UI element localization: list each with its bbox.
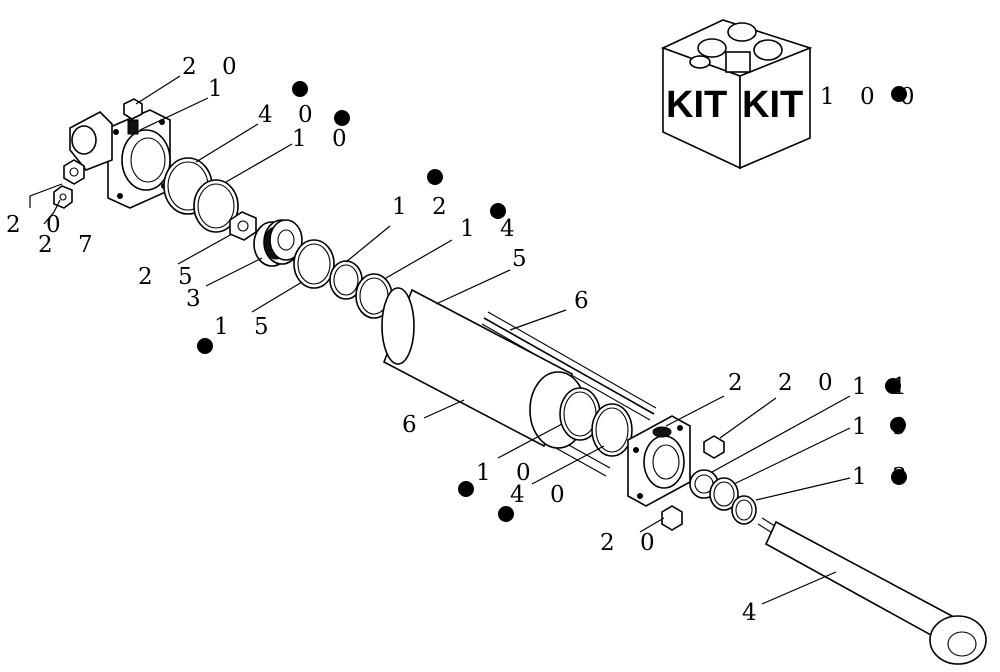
o-ring-40-bottom: [591, 403, 633, 457]
kit-item-markers: [197, 81, 907, 522]
callout-10-bottom: 1 0: [476, 460, 540, 486]
kit-marker-100: [891, 86, 907, 102]
callout-20-left: 2 0: [6, 212, 70, 238]
leader-lines: [29, 75, 851, 605]
callout-1: 1: [208, 76, 232, 102]
fitting-20-left: [63, 159, 85, 185]
piston-rod-4: [757, 517, 987, 665]
callout-10-top: 1 0: [292, 126, 356, 152]
kit-marker-10-bottom: [458, 481, 474, 497]
callout-5: 5: [512, 246, 536, 272]
callout-40-bottom: 4 0: [510, 482, 574, 508]
callout-11: 1 1: [852, 374, 916, 400]
kit-marker-11: [885, 378, 901, 394]
callout-27: 2 7: [38, 232, 102, 258]
callout-6-top: 6: [574, 288, 598, 314]
kit-marker-10-top: [334, 110, 350, 126]
callout-14: 1 4: [460, 216, 524, 242]
o-ring-10-top: [193, 179, 239, 233]
callout-20-bottom: 2 0: [600, 530, 664, 556]
kit-marker-19: [890, 417, 906, 433]
callout-6-left: 6: [402, 412, 426, 438]
kit-marker-40-bottom: [498, 506, 514, 522]
callout-20-top: 2 0: [182, 54, 246, 80]
callout-15: 1 5: [214, 314, 278, 340]
rod-seal-13: [731, 495, 757, 525]
kit-marker-13: [891, 469, 907, 485]
callout-100: 1 0 0: [820, 84, 924, 110]
kit-box-illustration: KIT KIT: [660, 19, 813, 170]
kit-marker-12: [427, 169, 443, 185]
grease-fitting-20-top: [123, 98, 143, 135]
nut-20-mid: [703, 435, 725, 459]
kit-label-right: KIT: [742, 84, 803, 126]
callout-40-top: 4 0: [258, 102, 322, 128]
piston-3: [253, 219, 303, 267]
fitting-27: [53, 185, 73, 209]
callout-19: 1 9: [852, 414, 916, 440]
kit-label-left: KIT: [666, 84, 727, 126]
kit-marker-40-top: [292, 81, 308, 97]
base-end-cap-part: [69, 109, 171, 209]
callout-12: 1 2: [392, 194, 456, 220]
kit-marker-14: [490, 203, 506, 219]
callout-2: 2: [728, 370, 752, 396]
nut-20-bottom: [661, 505, 683, 531]
callout-labels: 2 0 1 4 0 1 0 2 0 2 7 2 5 3 1 2 1 4 5 6 …: [6, 54, 924, 626]
callout-4: 4: [742, 600, 766, 626]
rod-end-cap-2: [627, 415, 691, 507]
callout-25: 2 5: [138, 264, 202, 290]
kit-marker-15: [197, 338, 213, 354]
rod-wiper-19: [709, 477, 739, 511]
callout-3: 3: [186, 286, 210, 312]
callout-20-mid: 2 0: [778, 370, 842, 396]
seal-15: [293, 239, 335, 289]
